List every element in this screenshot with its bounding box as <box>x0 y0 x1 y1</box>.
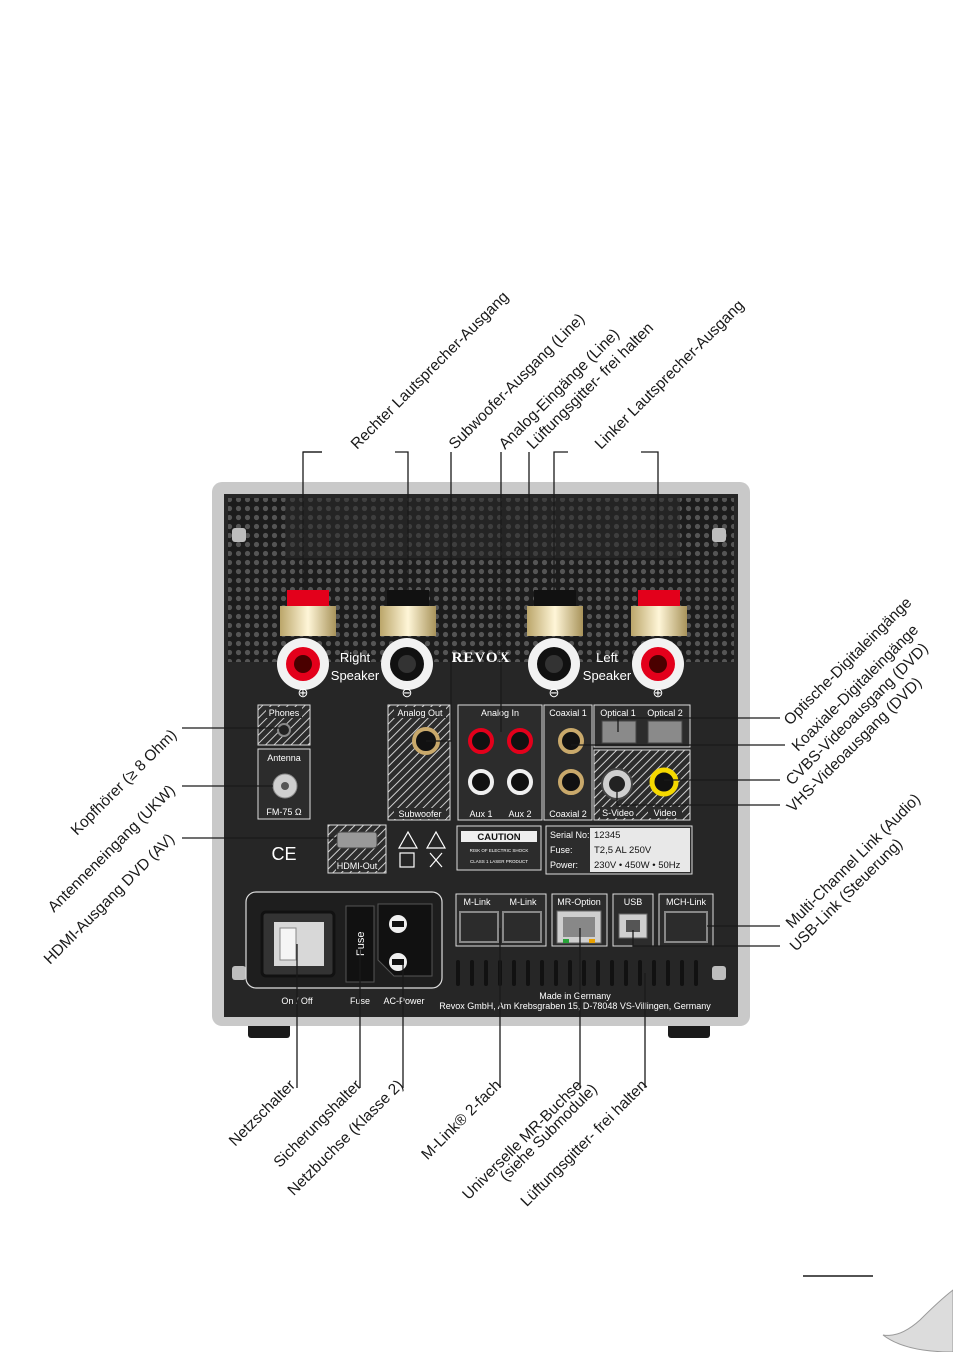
caution-sub1: RISK OF ELECTRIC SHOCK <box>470 848 529 853</box>
plus-sign-right: ⊕ <box>298 685 309 700</box>
analog-out-label: Analog Out <box>397 708 443 718</box>
callout-mlink: M-Link® 2-fach <box>418 1077 504 1163</box>
speaker-terminal-right-minus[interactable] <box>380 590 436 690</box>
fuse-label: Fuse: <box>550 845 573 855</box>
mlink2-port[interactable] <box>502 911 542 943</box>
right-speaker-label-2: Speaker <box>331 668 380 683</box>
optical1-port[interactable] <box>601 720 637 744</box>
coaxial2-label: Coaxial 2 <box>549 809 587 819</box>
svideo-label: S-Video <box>602 808 634 818</box>
right-speaker-label-1: Right <box>340 650 371 665</box>
panel-screws <box>232 528 726 980</box>
speaker-terminal-left-plus[interactable] <box>631 590 687 690</box>
mch-link-label: MCH-Link <box>666 897 707 907</box>
coaxial-box <box>543 704 593 821</box>
brand-logo: REVOX <box>452 650 511 666</box>
callout-power-switch: Netzschalter <box>226 1077 299 1150</box>
left-speaker-label-2: Speaker <box>583 668 632 683</box>
speaker-terminal-right-plus[interactable] <box>277 590 336 690</box>
mlink2-label: M-Link <box>509 897 537 907</box>
caution-sub2: CLASS 1 LASER PRODUCT <box>470 859 528 864</box>
analog-in-aux1-red[interactable] <box>468 728 494 754</box>
bottom-vent-slots <box>456 960 698 986</box>
hdmi-port[interactable] <box>336 831 378 849</box>
serial-value: 12345 <box>594 830 620 841</box>
warning-symbols <box>397 830 447 868</box>
video-jack[interactable] <box>649 767 679 797</box>
mlink1-label: M-Link <box>463 897 491 907</box>
mlink-box <box>455 893 547 947</box>
minus-sign-right: ⊖ <box>402 685 413 700</box>
callout-right-speaker: Rechter Lautsprecher-Ausgang <box>348 288 512 452</box>
analog-in-aux2-white[interactable] <box>507 769 533 795</box>
ac-power-label: AC-Power <box>383 996 424 1006</box>
subwoofer-label: Subwoofer <box>398 809 441 819</box>
fuse-drawer-label: Fuse <box>355 932 367 956</box>
leader-lines <box>182 451 785 1088</box>
page-curl <box>882 1289 953 1352</box>
address-label: Revox GmbH, Am Krebsgraben 15, D-78048 V… <box>439 1001 711 1011</box>
power-label: Power: <box>550 860 578 870</box>
analog-in-box <box>457 704 543 821</box>
analog-in-label: Analog In <box>481 708 519 718</box>
antenna-label: Antenna <box>267 753 301 763</box>
coaxial1-jack[interactable] <box>558 728 584 754</box>
mch-link-box <box>658 893 714 947</box>
phones-jack[interactable] <box>277 723 291 737</box>
serial-label: Serial No: <box>550 830 590 840</box>
caution-title: CAUTION <box>477 832 520 843</box>
callout-left-speaker: Linker Lautsprecher-Ausgang <box>592 297 748 453</box>
aux1-label: Aux 1 <box>469 809 492 819</box>
coaxial2-jack[interactable] <box>558 769 584 795</box>
analog-in-aux1-white[interactable] <box>468 769 494 795</box>
power-value: 230V • 450W • 50Hz <box>594 860 681 871</box>
mch-link-port[interactable] <box>664 911 708 943</box>
ce-mark: CE <box>271 844 296 864</box>
video-label: Video <box>654 808 677 818</box>
callout-vent-top: Lüftungsgitter- frei halten <box>524 320 657 453</box>
made-in-label: Made in Germany <box>539 991 611 1001</box>
speaker-terminal-left-minus[interactable] <box>527 590 583 690</box>
optical1-label: Optical 1 <box>600 708 636 718</box>
fm-label: FM-75 Ω <box>266 807 302 817</box>
analog-in-aux2-red[interactable] <box>507 728 533 754</box>
fuse-value: T2,5 AL 250V <box>594 845 652 856</box>
plus-sign-left: ⊕ <box>653 685 664 700</box>
phones-label: Phones <box>269 708 300 718</box>
mr-option-label: MR-Option <box>557 897 601 907</box>
analog-out-box <box>387 704 451 821</box>
usb-label: USB <box>624 897 643 907</box>
mlink1-port[interactable] <box>459 911 499 943</box>
coaxial1-label: Coaxial 1 <box>549 708 587 718</box>
callout-usb-link: USB-Link (Steuerung) <box>787 836 906 955</box>
aux2-label: Aux 2 <box>508 809 531 819</box>
minus-sign-left: ⊖ <box>549 685 560 700</box>
callout-headphones: Kopfhörer (≥ 8 Ohm) <box>68 726 180 838</box>
hdmi-label: HDMI-Out <box>337 861 378 871</box>
callout-multichannel: Multi-Channel Link (Audio) <box>783 791 924 932</box>
left-speaker-label-1: Left <box>596 650 618 665</box>
device: ⊕ ⊖ ⊖ ⊕ Right Speaker Left Speaker REVOX… <box>212 482 750 1038</box>
optical2-port[interactable] <box>647 720 683 744</box>
optical2-label: Optical 2 <box>647 708 683 718</box>
